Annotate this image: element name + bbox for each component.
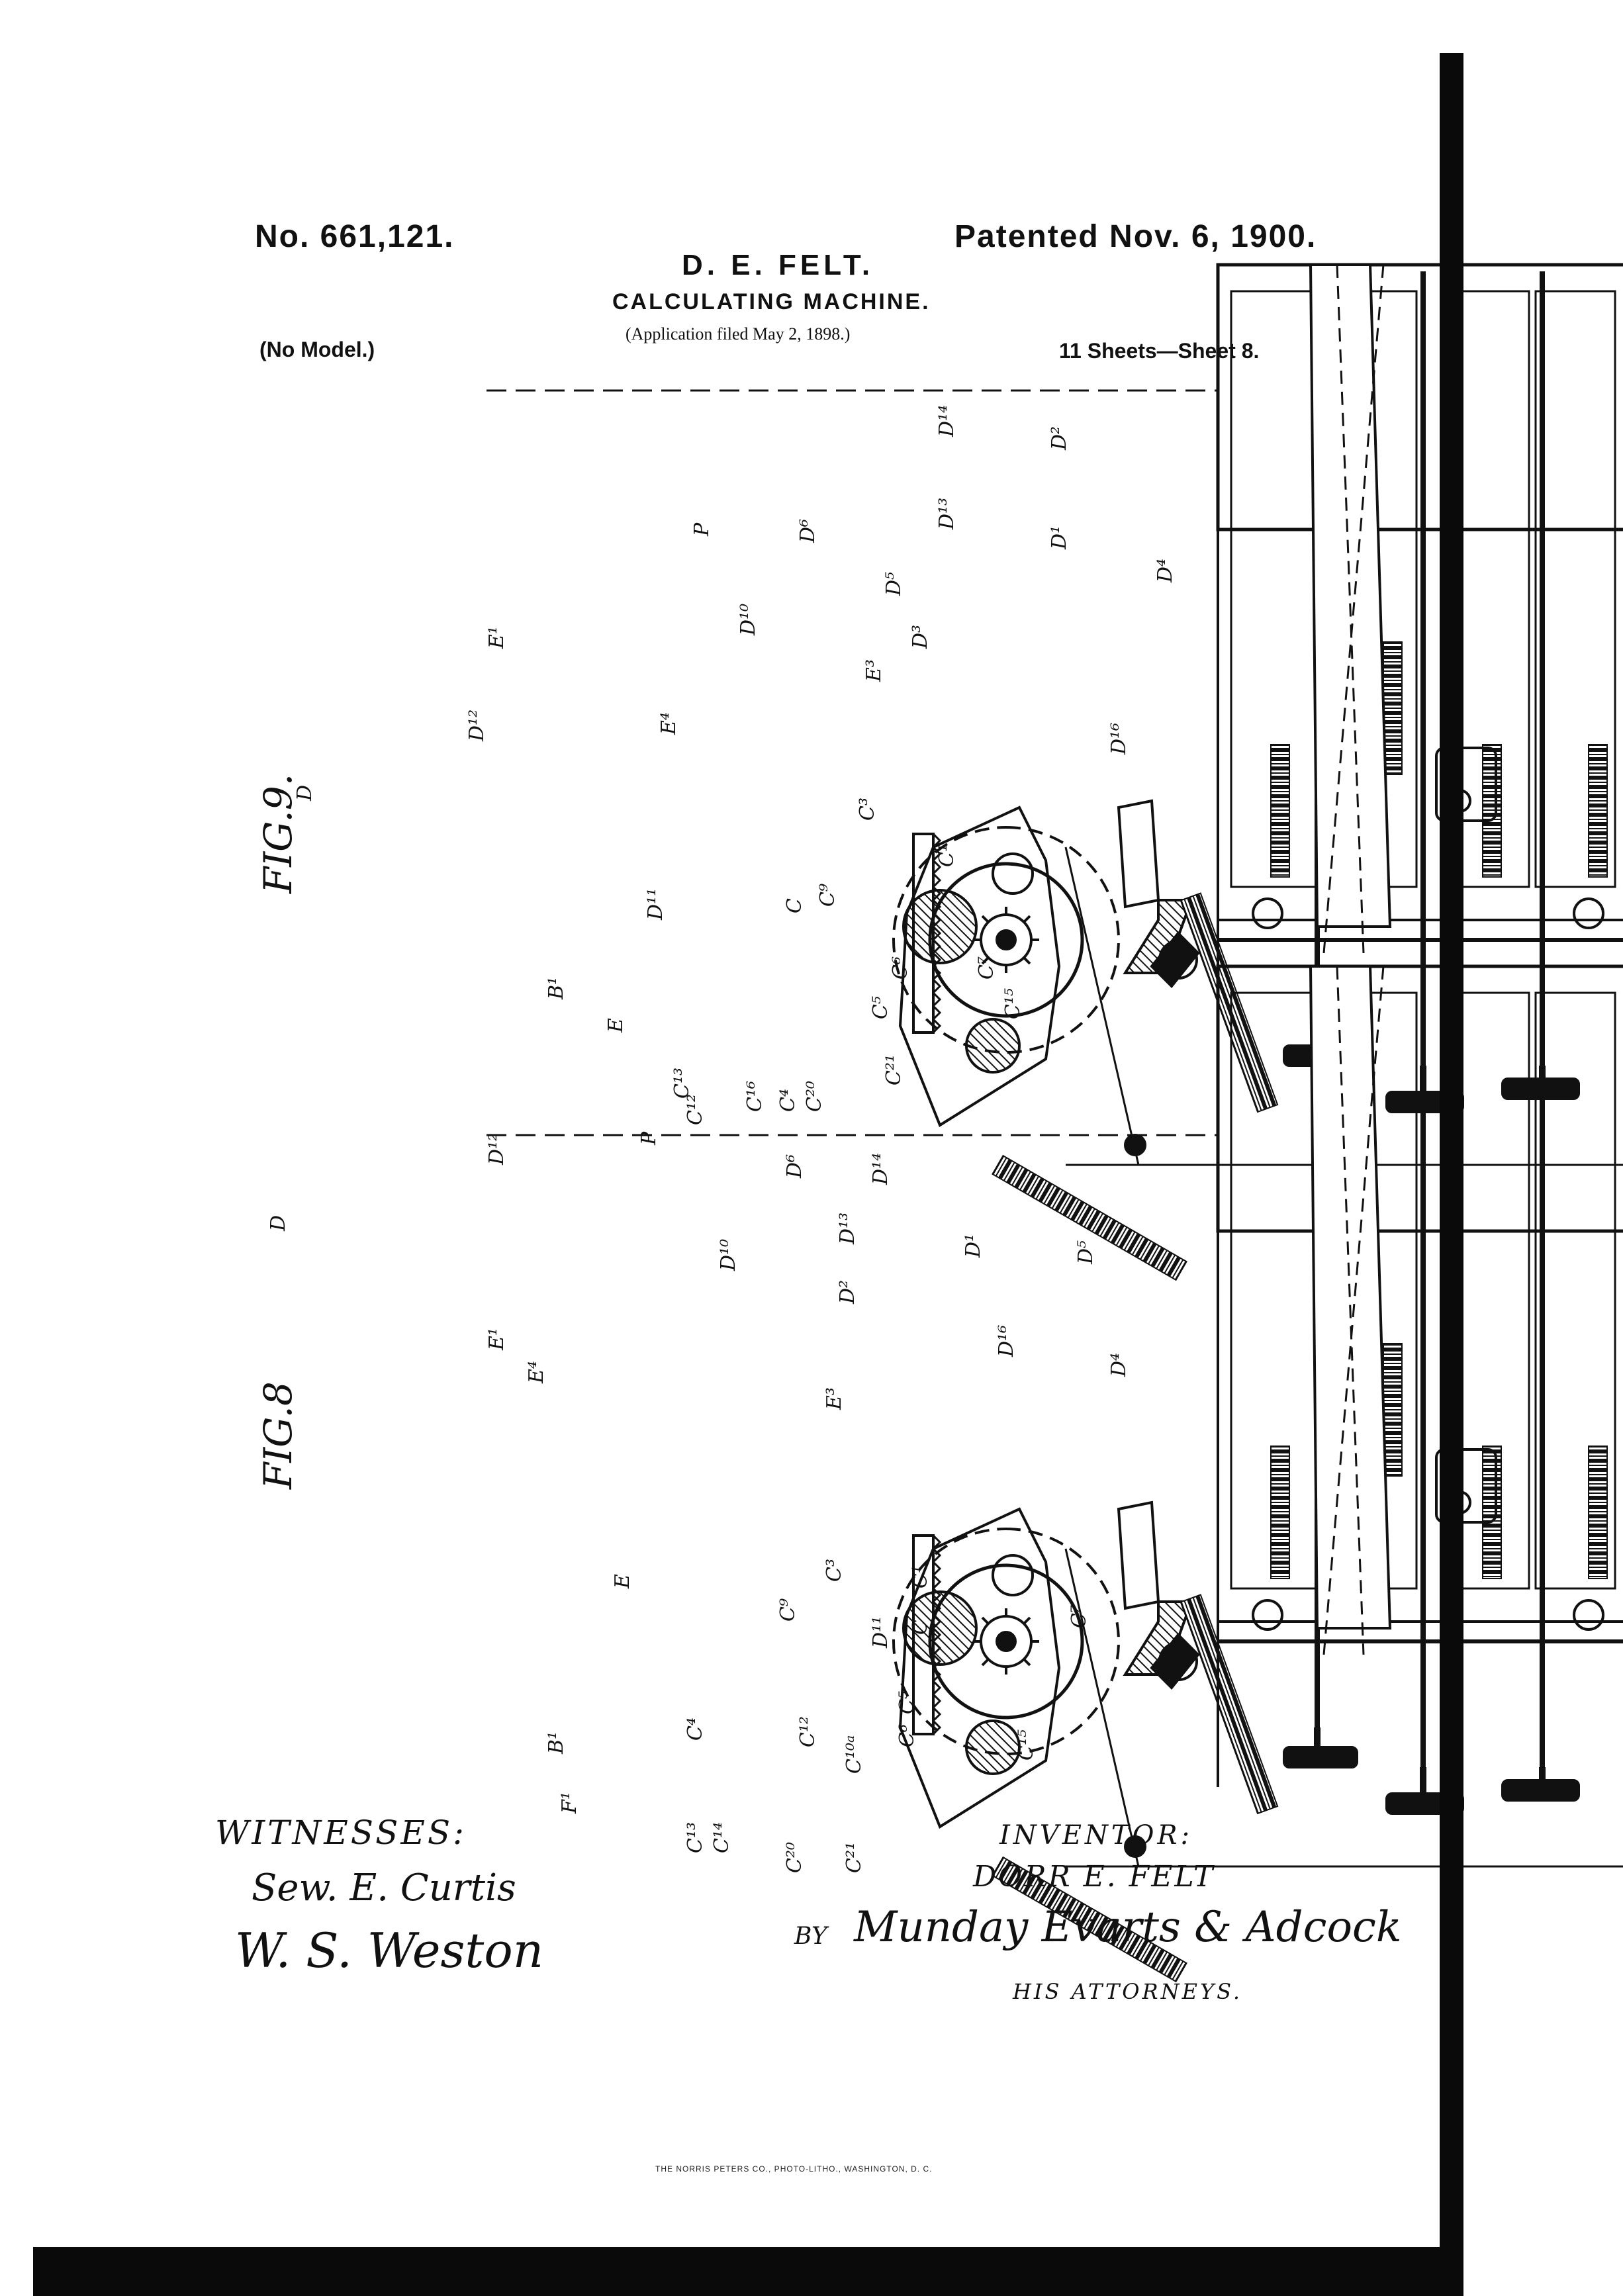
fig9-part-label: C¹² xyxy=(684,1094,707,1125)
fig9-part-label: D⁶ xyxy=(796,519,819,543)
fig8-part-label: D¹ xyxy=(962,1234,985,1258)
fig9-part-label: C¹ xyxy=(935,844,958,867)
figure-8-label: FIG.8 xyxy=(255,1381,301,1490)
fig8-part-label: E¹ xyxy=(485,1328,508,1351)
fig9-part-label: C²⁰ xyxy=(803,1081,826,1112)
fig8-part-label: D¹³ xyxy=(836,1213,859,1245)
fig8-part-label: C¹⁵ xyxy=(1015,1729,1038,1761)
fig8-part-label: C⁴ xyxy=(684,1718,707,1741)
fig9-part-label: B¹ xyxy=(545,977,568,1000)
fig9-part-label: E xyxy=(604,1018,627,1033)
fig8-part-label: D xyxy=(267,1215,290,1232)
fig9-part-label: C⁴ xyxy=(776,1089,800,1112)
fig8-part-label: C¹⁴ xyxy=(710,1822,733,1853)
fig8-part-label: E⁴ xyxy=(525,1361,548,1384)
fig8-part-label: E³ xyxy=(823,1387,846,1410)
fig8-part-label: C¹³ xyxy=(684,1822,707,1853)
fig9-part-label: D¹² xyxy=(465,710,488,742)
witness-signature-2: W. S. Weston xyxy=(235,1923,544,1978)
fig8-part-label: F¹ xyxy=(558,1792,581,1814)
scan-edge-bottom xyxy=(33,2247,1463,2296)
by-label: BY xyxy=(794,1923,827,1950)
inventor-signature: DORR E. FELT xyxy=(973,1860,1215,1894)
fig9-part-label: D¹³ xyxy=(935,498,958,530)
fig9-part-label: E³ xyxy=(862,659,886,682)
fig8-part-label: C¹⁰ᵃ xyxy=(843,1735,866,1774)
fig9-part-label: C¹⁶ xyxy=(743,1081,766,1112)
scan-edge-right xyxy=(1440,53,1463,2296)
fig9-part-label: C⁶ xyxy=(889,956,912,980)
fig9-part-label: C xyxy=(783,898,806,913)
fig8-part-label: D¹¹ xyxy=(869,1616,892,1649)
figure-9-part-labels: D¹⁴ D² D¹³ D¹ D⁴ D⁶ D⁵ D³ D¹⁰ E¹ E³ D¹⁶ D¹² D P E⁴ C³ C¹ C… xyxy=(293,405,1177,1125)
fig9-part-label: D² xyxy=(1048,426,1071,451)
attorneys-signature: Munday Evarts & Adcock xyxy=(854,1903,1402,1952)
fig8-part-label: C³ xyxy=(823,1559,846,1582)
model-note: (No Model.) xyxy=(259,338,375,361)
fig8-part-label: C⁶ xyxy=(896,1724,919,1747)
witnesses-label: WITNESSES: xyxy=(215,1814,467,1852)
printer-credit: THE NORRIS PETERS CO., PHOTO-LITHO., WAS… xyxy=(655,2164,933,2174)
figure-8-part-labels: D¹² P D⁶ D¹⁴ D¹⁰ D¹³ D² D¹ D⁵ D E¹ E³ E⁴ D¹⁶ D⁴ E C³ C¹ C C… xyxy=(267,1131,1131,1873)
fig8-part-label: C¹² xyxy=(796,1716,819,1747)
fig9-part-label: C⁷ xyxy=(975,956,998,980)
fig9-part-label: D¹⁰ xyxy=(737,604,760,636)
fig8-part-label: C²⁰ xyxy=(783,1842,806,1873)
fig8-part-label: D⁶ xyxy=(783,1154,806,1179)
fig9-part-label: C⁹ xyxy=(816,884,839,907)
fig8-part-label: C⁹ xyxy=(776,1598,800,1622)
application-date: (Application filed May 2, 1898.) xyxy=(626,324,851,344)
fig9-part-label: C³ xyxy=(856,798,879,821)
fig8-part-label: D¹⁰ xyxy=(717,1239,740,1271)
patent-title: CALCULATING MACHINE. xyxy=(612,289,931,314)
figure-9-label: FIG.9. xyxy=(255,774,301,894)
patent-number: No. 661,121. xyxy=(255,219,455,254)
fig8-part-label: C xyxy=(909,1620,932,1635)
fig8-part-label: C¹ xyxy=(909,1565,932,1588)
fig8-part-label: C⁷ xyxy=(1068,1605,1091,1628)
sheet-count: 11 Sheets—Sheet 8. xyxy=(1059,339,1260,363)
fig8-part-label: C²¹ xyxy=(843,1842,866,1873)
fig9-part-label: D¹¹ xyxy=(644,888,667,921)
fig9-part-label: E¹ xyxy=(485,626,508,649)
fig9-part-label: D¹ xyxy=(1048,526,1071,550)
fig9-part-label: C¹⁵ xyxy=(1001,988,1025,1019)
witness-signature-1: Sew. E. Curtis xyxy=(252,1866,516,1909)
fig9-part-label: C²¹ xyxy=(882,1054,905,1085)
inventor-heading: D. E. FELT. xyxy=(682,249,874,281)
fig8-part-label: B¹ xyxy=(545,1731,568,1755)
fig9-part-label: D¹⁶ xyxy=(1107,723,1131,755)
fig9-part-label: D xyxy=(293,785,316,802)
fig8-part-label: D⁴ xyxy=(1107,1353,1131,1377)
fig9-part-label: C¹³ xyxy=(671,1068,694,1099)
fig9-part-label: E⁴ xyxy=(657,712,680,735)
fig8-part-label: D¹⁶ xyxy=(995,1325,1018,1357)
fig8-part-label: D⁵ xyxy=(1074,1240,1097,1265)
fig9-part-label: P xyxy=(690,522,714,537)
fig9-part-label: D⁴ xyxy=(1154,559,1177,583)
figure-9-drawing xyxy=(894,265,1623,1280)
fig9-part-label: D³ xyxy=(909,625,932,649)
inventor-label: INVENTOR: xyxy=(999,1820,1193,1851)
fig8-part-label: D¹² xyxy=(485,1133,508,1166)
fig8-part-label: D¹⁴ xyxy=(869,1153,892,1185)
fig9-part-label: C⁵ xyxy=(869,996,892,1019)
fig8-part-label: P xyxy=(637,1131,661,1146)
fig8-part-label: D² xyxy=(836,1280,859,1305)
patent-date: Patented Nov. 6, 1900. xyxy=(954,219,1317,254)
attorneys-label: HIS ATTORNEYS. xyxy=(1013,1979,1243,2004)
fig9-part-label: D¹⁴ xyxy=(935,405,958,437)
fig9-part-label: D⁵ xyxy=(882,572,905,596)
fig8-part-label: E xyxy=(611,1574,634,1589)
fig8-part-label: C⁵ xyxy=(896,1691,919,1714)
